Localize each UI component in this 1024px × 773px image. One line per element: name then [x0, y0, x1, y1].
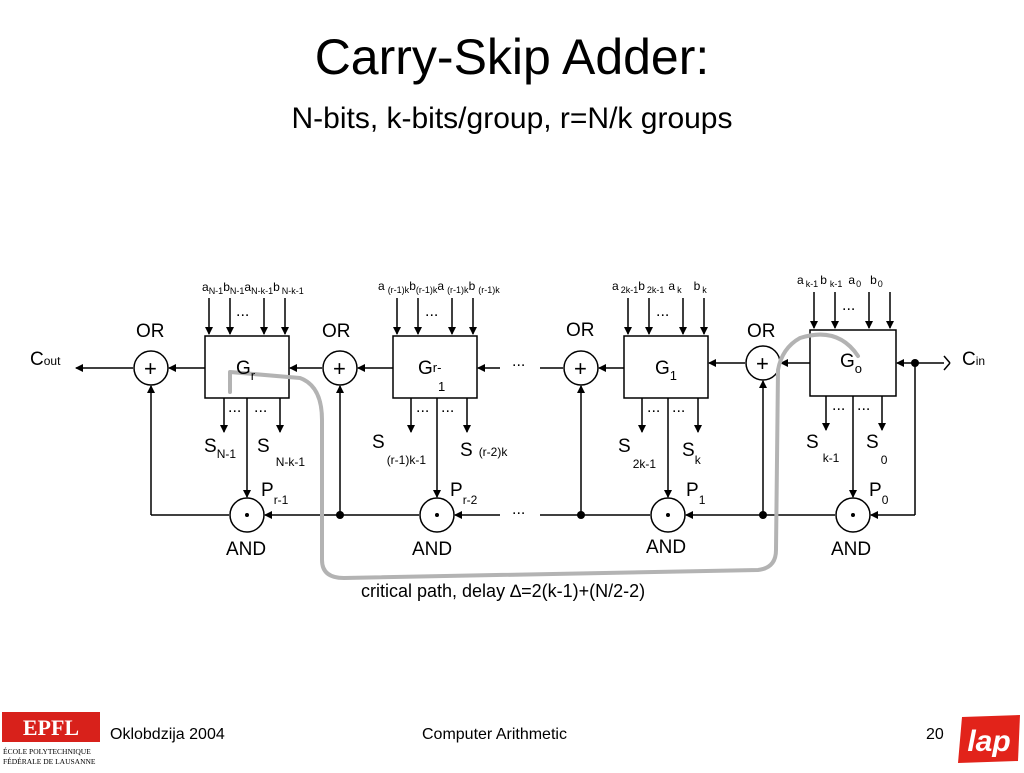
- epfl-logo-mark: EPFL: [23, 715, 79, 740]
- footer-page-number: 20: [926, 726, 944, 743]
- sum-label-r-2-k: S(r-2)k: [460, 440, 508, 461]
- or-label-r-1: OR: [322, 321, 351, 342]
- block-label-g-r-1: Gr-: [418, 358, 442, 379]
- block-g-1: [623, 335, 709, 399]
- ellipsis-sums-0-b: ...: [857, 397, 871, 414]
- sum-label-k-1: Sk-1: [806, 432, 840, 465]
- or-label-r: OR: [136, 321, 165, 342]
- cin-label: Cin: [962, 349, 986, 370]
- footer-course: Computer Arithmetic: [422, 726, 567, 743]
- or-label-0: OR: [747, 321, 776, 342]
- footer-author: Oklobdzija 2004: [110, 726, 225, 743]
- sum-label-n-1: SN-1: [204, 436, 237, 461]
- critical-path-curve: [228, 332, 860, 580]
- critical-path-caption: critical path, delay ∆=2(k-1)+(N/2-2): [361, 581, 646, 601]
- sum-label-0: S0: [866, 432, 888, 467]
- sum-label-n-k-1: SN-k-1: [257, 436, 306, 469]
- slide-title: Carry-Skip Adder:: [314, 29, 710, 85]
- lap-logo-mark: lap: [967, 725, 1010, 758]
- ellipsis-carry-chain: ...: [512, 353, 526, 370]
- ellipsis-inputs-r: ...: [236, 303, 250, 320]
- p-label-1: P1: [686, 480, 706, 507]
- epfl-logo: EPFL ÉCOLE POLYTECHNIQUE FÉDÉRALE DE LAU…: [2, 712, 100, 768]
- ellipsis-sums-r-1-b: ...: [441, 399, 455, 416]
- block-g-0: [809, 329, 897, 397]
- ellipsis-sums-r-b: ...: [254, 399, 268, 416]
- ellipsis-sums-1-b: ...: [672, 399, 686, 416]
- inputs-group-r-1: a(r-1)kb(r-1)ka(r-1)kb(r-1)k: [378, 279, 500, 295]
- block-label-g-r: Gr: [236, 358, 256, 383]
- ellipsis-sums-0-a: ...: [832, 397, 846, 414]
- ellipsis-inputs-r-1: ...: [425, 303, 439, 320]
- block-label-g-1: G1: [655, 358, 678, 383]
- sum-label-2k-1: S2k-1: [618, 436, 657, 471]
- sum-label-k: Sk: [682, 440, 701, 467]
- sum-label-r-1-k-1: S(r-1)k-1: [372, 432, 427, 467]
- epfl-logo-line2: FÉDÉRALE DE LAUSANNE: [3, 756, 96, 766]
- lap-logo: lap: [956, 713, 1022, 765]
- p-label-r-2: Pr-2: [450, 480, 478, 507]
- and-label-r-2: AND: [412, 539, 453, 560]
- block-label-g-r-1-line2: 1: [438, 379, 446, 394]
- p-label-0: P0: [869, 480, 889, 507]
- block-label-g-0: Go: [840, 351, 863, 376]
- ellipsis-sums-r-a: ...: [228, 399, 242, 416]
- ellipsis-and-chain: ...: [512, 501, 526, 518]
- ellipsis-sums-1-a: ...: [647, 399, 661, 416]
- epfl-logo-line1: ÉCOLE POLYTECHNIQUE: [3, 746, 91, 756]
- ellipsis-sums-r-1-a: ...: [416, 399, 430, 416]
- or-plus-r: +: [144, 356, 157, 381]
- slide-subtitle: N-bits, k-bits/group, r=N/k groups: [291, 102, 733, 135]
- or-plus-1: +: [574, 356, 587, 381]
- cout-label: Cout: [30, 349, 61, 370]
- and-label-0: AND: [831, 539, 872, 560]
- and-label-r-1: AND: [226, 539, 267, 560]
- or-plus-r-1: +: [333, 356, 346, 381]
- and-label-1: AND: [646, 537, 687, 558]
- ellipsis-inputs-1: ...: [656, 303, 670, 320]
- ellipsis-inputs-0: ...: [842, 297, 856, 314]
- or-plus-0: +: [756, 351, 769, 376]
- p-label-r-1: Pr-1: [261, 480, 289, 507]
- or-label-1: OR: [566, 320, 595, 341]
